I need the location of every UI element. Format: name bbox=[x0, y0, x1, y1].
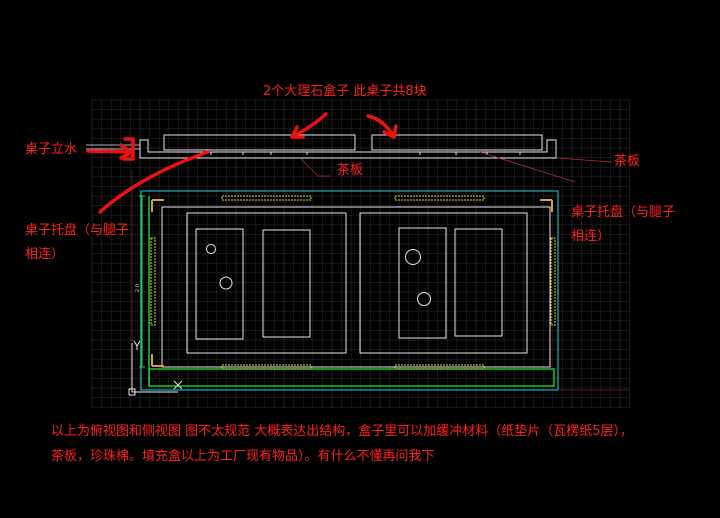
label-tea-board-center: 茶板 bbox=[337, 163, 364, 178]
corner-bracket bbox=[151, 199, 164, 212]
leader-board-center bbox=[299, 157, 330, 177]
round-hole bbox=[417, 292, 431, 306]
label-marble-boxes: 2个大理石盒子 此桌子共8块 bbox=[263, 84, 427, 99]
round-hole bbox=[206, 244, 216, 254]
hatch-bottom-left bbox=[221, 364, 312, 370]
side-view bbox=[139, 134, 557, 159]
background-grid bbox=[91, 99, 630, 408]
marble-box-left bbox=[186, 212, 347, 354]
tray-outer-cyan bbox=[140, 190, 559, 391]
box-compartment bbox=[454, 228, 503, 337]
label-tray-left-line2: 相连） bbox=[25, 247, 65, 262]
corner-bracket bbox=[540, 199, 553, 212]
side-view-frame bbox=[139, 139, 557, 159]
arrow-marble-right bbox=[366, 114, 398, 139]
red-annotation-strokes bbox=[86, 112, 398, 214]
label-tray-right-line1: 桌子托盘（与腿子 bbox=[571, 205, 676, 220]
dimension-text: 2:0 bbox=[135, 284, 141, 292]
bracket-riser bbox=[122, 137, 135, 161]
box-compartment bbox=[195, 228, 244, 340]
label-tray-left-line1: 桌子托盘（与腿子 bbox=[25, 223, 130, 238]
arrow-tray bbox=[98, 150, 210, 214]
box-compartment bbox=[262, 229, 311, 338]
hatch-left bbox=[150, 237, 156, 326]
note-line-2: 茶板，珍珠棉。填充盒以上为工厂现有物品）。有什么不懂再问我下 bbox=[51, 449, 435, 464]
hatch-top-left bbox=[221, 195, 312, 201]
hatch-bottom-right bbox=[394, 364, 485, 370]
corner-bracket bbox=[151, 354, 164, 367]
leader-board-side-2 bbox=[555, 157, 613, 163]
hatch-right bbox=[550, 237, 556, 326]
table-top-outline bbox=[161, 206, 551, 368]
round-hole bbox=[405, 249, 421, 265]
box-compartment bbox=[398, 227, 447, 339]
ucs-axis-icon bbox=[128, 340, 183, 396]
marble-box-right-side bbox=[371, 134, 543, 151]
top-view: 2:0 bbox=[128, 170, 630, 396]
note-line-1: 以上为俯视图和侧视图 图不太规范 大概表达出结构，盒子里可以加缓冲材料（纸垫片（… bbox=[51, 424, 634, 439]
label-table-riser: 桌子立水 bbox=[25, 142, 78, 157]
round-hole bbox=[219, 276, 233, 290]
box-outline bbox=[186, 212, 347, 354]
leader-board-side bbox=[479, 151, 576, 183]
arrow-riser bbox=[86, 143, 133, 160]
hatch-top-right bbox=[394, 195, 485, 201]
label-tray-right-line2: 相连） bbox=[571, 229, 611, 244]
box-outline bbox=[359, 212, 528, 354]
label-tea-board-right: 茶板 bbox=[614, 154, 641, 169]
marble-box-right bbox=[359, 212, 528, 354]
arrow-marble-left bbox=[290, 112, 328, 139]
marble-box-left-side bbox=[163, 134, 356, 151]
